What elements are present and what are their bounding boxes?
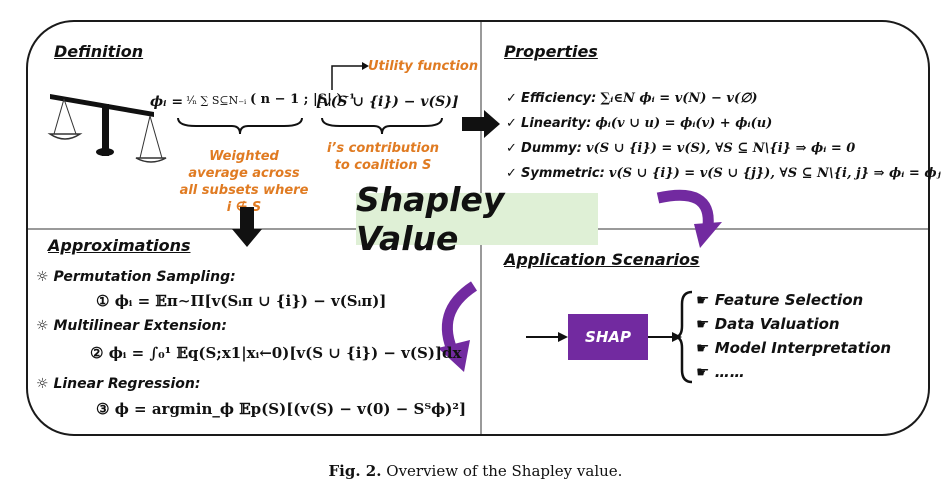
balance-scale-icon: [47, 94, 167, 163]
property-linearity: ✓ Linearity: ϕᵢ(v ∪ u) = ϕᵢ(v) + ϕᵢ(u): [506, 116, 772, 131]
property-formula: v(S ∪ {i}) = v(S ∪ {j}), ∀S ⊆ N\{i, j} ⇒…: [608, 166, 941, 181]
application-label: Model Interpretation: [714, 339, 892, 357]
formula-text: ϕ = argmin_ϕ 𝔼p(S)[(v(S) − v(0) − Sᵀϕ)²]: [114, 400, 467, 418]
shapley-formula-contribution: [v(S ∪ {i}) − v(S)]: [316, 94, 459, 110]
pointer-icon: ☛: [696, 291, 710, 309]
contribution-brace: [321, 117, 443, 135]
property-formula: ∑ᵢ∈N ϕᵢ = v(N) − v(∅): [600, 91, 758, 106]
shapley-formula-lhs: ϕᵢ =: [150, 94, 184, 110]
caption-prefix: Fig. 2.: [328, 462, 382, 480]
purple-curved-arrow-top: [656, 189, 722, 248]
formula-number: ①: [96, 292, 110, 310]
properties-title: Properties: [504, 42, 598, 61]
utility-function-label: Utility function: [368, 59, 479, 74]
application-label: Feature Selection: [714, 291, 864, 309]
shap-label: SHAP: [585, 328, 631, 346]
figure-caption: Fig. 2. Overview of the Shapley value.: [0, 462, 951, 480]
pointer-icon: ☛: [696, 339, 710, 357]
approx-regression-label: ☼ Linear Regression:: [36, 376, 201, 392]
formula-text: ϕᵢ = 𝔼π∼Π[v(Sᵢπ ∪ {i}) − v(Sᵢπ)]: [114, 292, 387, 310]
lightbulb-icon: ☼: [36, 376, 49, 392]
utility-arrow: [331, 62, 369, 90]
property-dummy: ✓ Dummy: v(S ∪ {i}) = v(S), ∀S ⊆ N\{i} ⇒…: [506, 141, 855, 156]
lightbulb-icon: ☼: [36, 269, 49, 285]
purple-curved-arrow-bottom: [438, 281, 478, 372]
approx-regression-formula: ③ ϕ = argmin_ϕ 𝔼p(S)[(v(S) − v(0) − Sᵀϕ)…: [96, 400, 466, 418]
approx-multilinear-label: ☼ Multilinear Extension:: [36, 318, 227, 334]
formula-text: ϕᵢ = ∫₀¹ 𝔼q(S;x1|xᵢ←0)[v(S ∪ {i}) − v(S)…: [108, 344, 462, 362]
property-efficiency: ✓ Efficiency: ∑ᵢ∈N ϕᵢ = v(N) − v(∅): [506, 91, 758, 106]
caption-text: Overview of the Shapley value.: [386, 462, 623, 480]
shap-input-arrow: [526, 332, 568, 342]
approx-label: Multilinear Extension:: [53, 318, 227, 334]
check-icon: ✓: [506, 141, 517, 156]
weighted-average-label: Weighted average across all subsets wher…: [179, 149, 309, 215]
approx-multilinear-formula: ② ϕᵢ = ∫₀¹ 𝔼q(S;x1|xᵢ←0)[v(S ∪ {i}) − v(…: [90, 344, 461, 362]
approx-permutation-formula: ① ϕᵢ = 𝔼π∼Π[v(Sᵢπ ∪ {i}) − v(Sᵢπ)]: [96, 292, 386, 310]
property-formula: ϕᵢ(v ∪ u) = ϕᵢ(v) + ϕᵢ(u): [595, 116, 773, 131]
property-label: Linearity:: [521, 116, 592, 131]
property-label: Symmetric:: [521, 166, 605, 181]
pointer-icon: ☛: [696, 315, 710, 333]
property-label: Efficiency:: [521, 91, 597, 106]
diagram-frame: [26, 20, 930, 436]
approximations-title: Approximations: [48, 236, 191, 255]
property-symmetric: ✓ Symmetric: v(S ∪ {i}) = v(S ∪ {j}), ∀S…: [506, 166, 941, 181]
application-item-feature-selection: ☛ Feature Selection: [696, 291, 863, 309]
property-formula: v(S ∪ {i}) = v(S), ∀S ⊆ N\{i} ⇒ ϕᵢ = 0: [586, 141, 856, 156]
approx-label: Linear Regression:: [53, 376, 201, 392]
application-label: Data Valuation: [714, 315, 840, 333]
pointer-icon: ☛: [696, 363, 710, 381]
center-title-box: Shapley Value: [356, 180, 598, 258]
definition-title: Definition: [54, 42, 144, 61]
lightbulb-icon: ☼: [36, 318, 49, 334]
application-curly-brace: [675, 290, 693, 384]
check-icon: ✓: [506, 166, 517, 181]
contribution-label: i’s contribution to coalition S: [326, 141, 440, 173]
center-title: Shapley Value: [356, 180, 505, 258]
right-arrow: [462, 110, 500, 138]
check-icon: ✓: [506, 116, 517, 131]
check-icon: ✓: [506, 91, 517, 106]
formula-number: ③: [96, 400, 110, 418]
down-arrow: [232, 207, 262, 247]
application-label: ……: [714, 363, 745, 381]
applications-title: Application Scenarios: [504, 250, 700, 269]
application-item-ellipsis: ☛ ……: [696, 363, 745, 381]
approx-permutation-label: ☼ Permutation Sampling:: [36, 269, 236, 285]
weighted-brace: [177, 117, 303, 135]
shap-box: SHAP: [568, 314, 648, 360]
approx-label: Permutation Sampling:: [53, 269, 236, 285]
formula-number: ②: [90, 344, 104, 362]
property-label: Dummy:: [521, 141, 582, 156]
application-item-data-valuation: ☛ Data Valuation: [696, 315, 840, 333]
application-item-model-interpretation: ☛ Model Interpretation: [696, 339, 891, 357]
shapley-formula-sum: ¹⁄ₙ ∑ S⊆N₋ᵢ: [186, 94, 247, 107]
shapley-formula-binomial: ( n − 1 ; |S| )⁻¹: [250, 92, 356, 107]
